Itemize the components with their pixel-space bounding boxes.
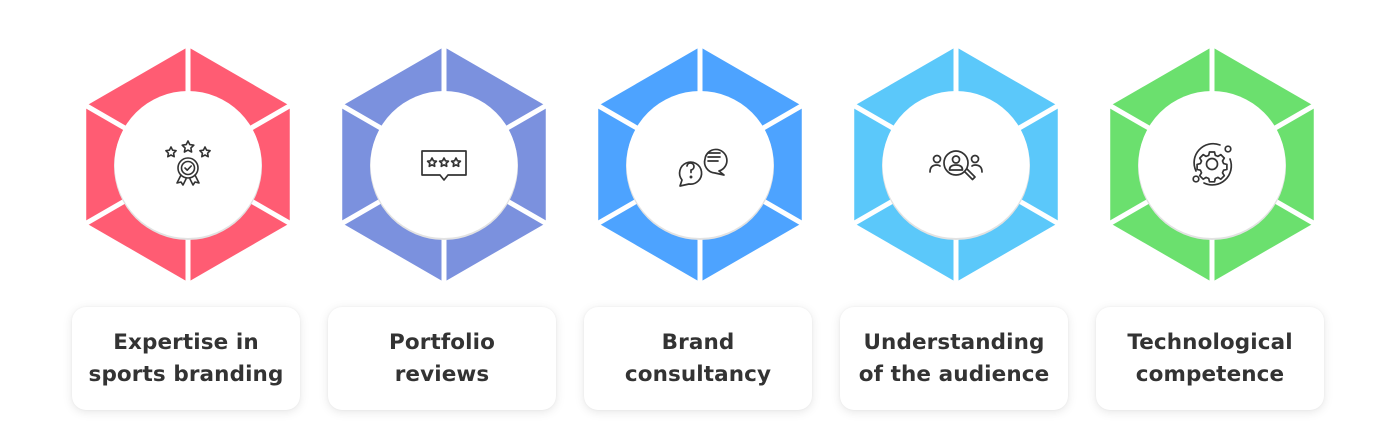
chat-question-icon (668, 132, 732, 196)
feature-label-card: Expertise in sports branding (72, 307, 300, 410)
feature-label: Brand consultancy (624, 329, 772, 387)
award-stars-icon (156, 132, 220, 196)
feature-label: Expertise in sports branding (88, 329, 284, 387)
feature-item: Expertise in sports branding (60, 0, 316, 448)
audience-search-icon (924, 132, 988, 196)
feature-item: Brand consultancy (572, 0, 828, 448)
feature-label-card: Understanding of the audience (840, 307, 1068, 410)
feature-label-card: Technological competence (1096, 307, 1324, 410)
feature-item: Technological competence (1084, 0, 1340, 448)
feature-label: Technological competence (1127, 329, 1293, 387)
gear-orbit-icon (1180, 132, 1244, 196)
feature-label-card: Portfolio reviews (328, 307, 556, 410)
hexagon-badge (79, 41, 297, 288)
hexagon-badge (591, 41, 809, 288)
feature-item: Understanding of the audience (828, 0, 1084, 448)
hexagon-badge (1103, 41, 1321, 288)
review-stars-bubble-icon (412, 132, 476, 196)
feature-label: Understanding of the audience (858, 329, 1050, 387)
feature-label-card: Brand consultancy (584, 307, 812, 410)
feature-label: Portfolio reviews (389, 329, 495, 387)
feature-item: Portfolio reviews (316, 0, 572, 448)
